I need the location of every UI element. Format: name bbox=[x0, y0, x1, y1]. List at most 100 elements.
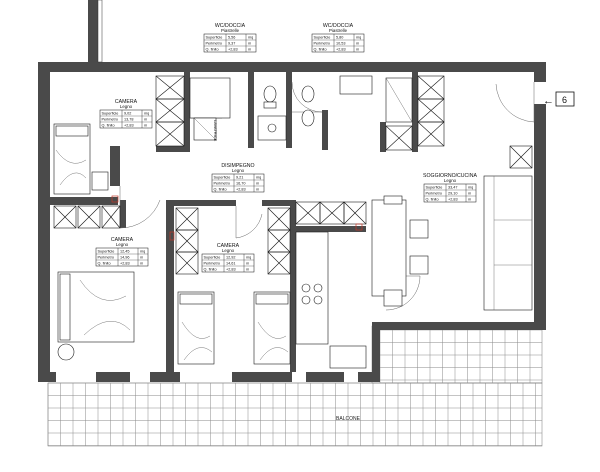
room-stat-label: Perimetro bbox=[98, 256, 114, 260]
room-stat-label: Q. finito bbox=[206, 48, 219, 52]
room-stat-value: 33,47 bbox=[448, 186, 458, 190]
room-stat-unit: mq bbox=[256, 176, 261, 180]
room-stat-label: Superficie bbox=[314, 36, 331, 40]
room-stat-value: 9,37 bbox=[228, 42, 235, 46]
room-stat-value: 9,02 bbox=[124, 112, 131, 116]
storage-box bbox=[267, 207, 291, 231]
room-finish: Legno bbox=[222, 248, 235, 253]
storage-box bbox=[175, 207, 199, 231]
room-stat-label: Perimetro bbox=[102, 118, 118, 122]
room-stat-label: Q. finito bbox=[214, 188, 227, 192]
room-name: CAMERA bbox=[115, 99, 138, 105]
storage-box bbox=[295, 201, 321, 225]
room-stat-unit: m bbox=[140, 262, 143, 266]
storage-box bbox=[77, 205, 101, 229]
storage-box bbox=[319, 201, 345, 225]
storage-box bbox=[101, 205, 121, 229]
room-stat-unit: mq bbox=[356, 36, 361, 40]
bed-camera3-left bbox=[177, 291, 215, 365]
room-stat-value: 14,96 bbox=[120, 256, 130, 260]
room-stat-label: Perimetro bbox=[426, 192, 442, 196]
room-stat-label: Q. finito bbox=[204, 268, 217, 272]
room-stat-label: Perimetro bbox=[314, 42, 330, 46]
room-stat-unit: mq bbox=[140, 250, 145, 254]
room-stat-value: 5,80 bbox=[336, 36, 343, 40]
room-stat-unit: mq bbox=[248, 36, 253, 40]
room-stat-unit: mq bbox=[468, 186, 473, 190]
room-finish: Piastrelle bbox=[329, 28, 348, 33]
storage-box bbox=[155, 121, 185, 147]
room-stat-unit: m bbox=[246, 268, 249, 272]
room-stat-unit: mq bbox=[144, 112, 149, 116]
storage-box bbox=[155, 98, 185, 123]
room-stat-unit: m bbox=[256, 182, 259, 186]
room-stat-label: Superficie bbox=[102, 112, 119, 116]
room-stat-unit: m bbox=[468, 198, 471, 202]
kitchen-counter bbox=[295, 231, 367, 369]
lavatrice-label: LAVATRICE bbox=[213, 120, 218, 142]
entrance-number: 6 bbox=[562, 95, 567, 105]
room-stat-value: 12,92 bbox=[226, 256, 236, 260]
storage-box bbox=[175, 229, 199, 253]
bathroom-fixtures bbox=[189, 75, 413, 141]
room-stat-value: +2,83 bbox=[120, 262, 130, 266]
room-stat-value: 12,45 bbox=[120, 250, 130, 254]
room-stat-value: +2,83 bbox=[226, 268, 236, 272]
room-stat-value: 9,21 bbox=[236, 176, 243, 180]
room-stat-unit: m bbox=[356, 42, 359, 46]
room-stat-value: +2,83 bbox=[236, 188, 246, 192]
bed-camera1 bbox=[53, 123, 109, 195]
room-name: SOGGIORNO/CUCINA bbox=[423, 173, 477, 179]
room-finish: Legno bbox=[120, 104, 133, 109]
sofa bbox=[483, 175, 533, 311]
room-stat-value: 29,10 bbox=[448, 192, 458, 196]
room-finish: Piastrelle bbox=[221, 28, 240, 33]
exterior-walls bbox=[38, 0, 546, 382]
storage-box bbox=[509, 145, 533, 169]
room-stat-label: Q. finito bbox=[98, 262, 111, 266]
storage-box bbox=[267, 251, 291, 275]
room-name: WC/DOCCIA bbox=[215, 23, 246, 29]
room-stat-value: 10,53 bbox=[336, 42, 346, 46]
room-stat-unit: mq bbox=[246, 256, 251, 260]
room-stat-label: Perimetro bbox=[206, 42, 222, 46]
room-stat-label: Perimetro bbox=[204, 262, 220, 266]
storage-box bbox=[417, 98, 445, 123]
room-stat-value: 13,78 bbox=[124, 118, 134, 122]
room-stat-unit: m bbox=[144, 124, 147, 128]
entrance-marker: ← 6 bbox=[543, 91, 575, 107]
room-stat-value: 16,70 bbox=[236, 182, 246, 186]
room-finish: Legno bbox=[444, 178, 457, 183]
room-stat-label: Superficie bbox=[206, 36, 223, 40]
storage-box bbox=[155, 75, 185, 100]
room-stat-unit: m bbox=[248, 48, 251, 52]
entrance-arrow-icon: ← bbox=[543, 95, 554, 107]
room-stat-value: 14,61 bbox=[226, 262, 236, 266]
storage-box bbox=[417, 75, 445, 100]
room-stat-label: Q. finito bbox=[426, 198, 439, 202]
room-name: CAMERA bbox=[217, 243, 240, 249]
room-stat-label: Superficie bbox=[426, 186, 443, 190]
room-stat-unit: m bbox=[144, 118, 147, 122]
storage-units bbox=[53, 75, 533, 275]
room-stat-value: +2,83 bbox=[124, 124, 134, 128]
room-stat-label: Superficie bbox=[214, 176, 231, 180]
bed-camera2 bbox=[57, 271, 135, 361]
room-stat-label: Perimetro bbox=[214, 182, 230, 186]
balcony-label: BALCONE bbox=[336, 416, 361, 422]
room-stat-unit: m bbox=[248, 42, 251, 46]
balcony-paving bbox=[47, 325, 543, 447]
room-finish: Legno bbox=[116, 242, 129, 247]
room-stat-unit: m bbox=[468, 192, 471, 196]
storage-box bbox=[53, 205, 77, 229]
room-stat-value: 5,56 bbox=[228, 36, 235, 40]
storage-box bbox=[385, 125, 413, 151]
